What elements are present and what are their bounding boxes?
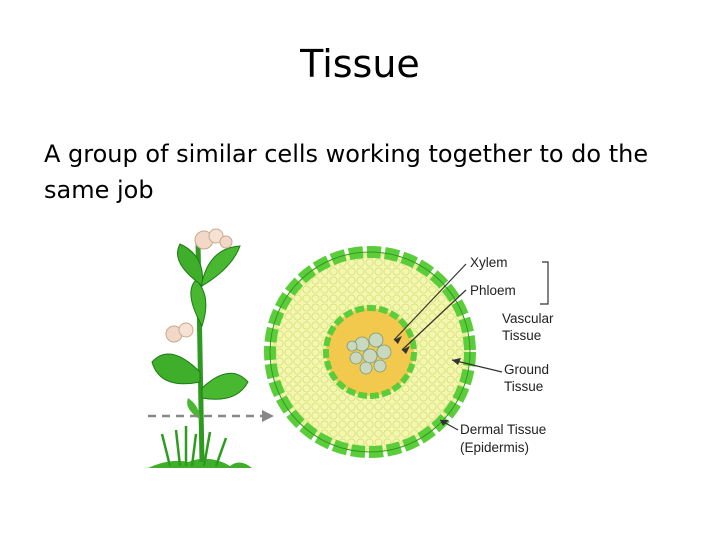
slide-title: Tissue — [300, 42, 420, 86]
label-dermal-2: (Epidermis) — [460, 440, 529, 455]
plant-tissue-figure: Xylem Phloem Vascular Tissue Ground Tiss… — [140, 222, 580, 480]
flower-top — [194, 228, 233, 250]
label-phloem: Phloem — [470, 283, 516, 298]
flower-side — [165, 322, 194, 343]
label-vascular-1: Vascular — [502, 311, 554, 326]
label-ground-1: Ground — [504, 362, 549, 377]
tissue-diagram: Xylem Phloem Vascular Tissue Ground Tiss… — [148, 228, 554, 468]
slide-body-text: A group of similar cells working togethe… — [44, 140, 649, 204]
label-ground-2: Tissue — [504, 379, 543, 394]
label-vascular-2: Tissue — [502, 328, 541, 343]
xylem-cells — [346, 332, 392, 375]
pointer-arrowhead — [262, 410, 274, 422]
stem-cross-section — [264, 246, 476, 458]
plant-illustration — [148, 228, 252, 468]
label-xylem: Xylem — [470, 255, 508, 270]
label-dermal-1: Dermal Tissue — [460, 422, 546, 437]
